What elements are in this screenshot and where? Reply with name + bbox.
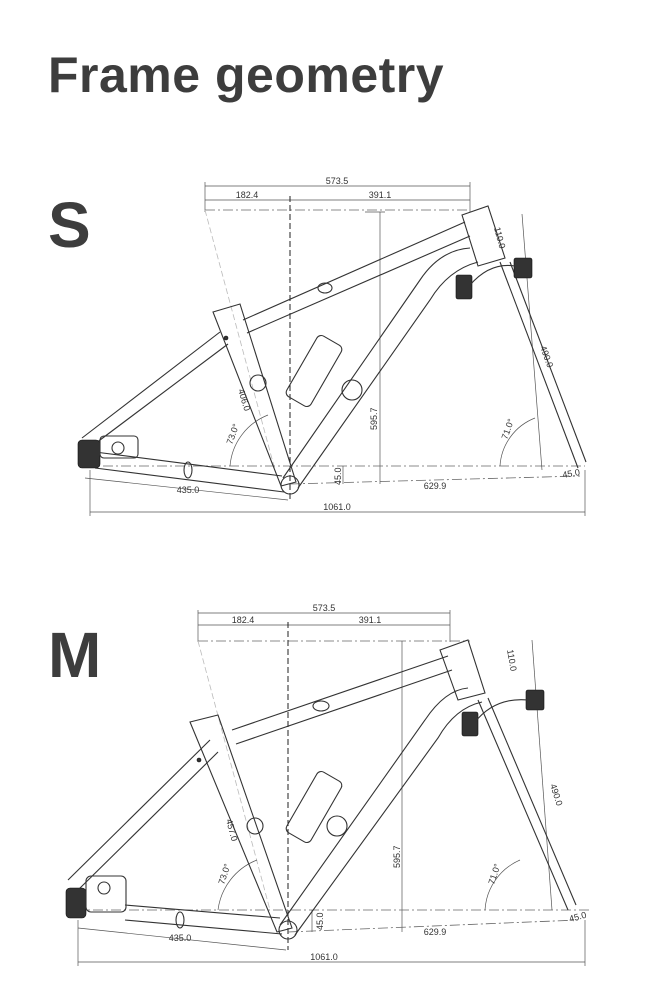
dim-stack: 595.7 [369,407,379,430]
front-brake-icon [461,689,545,737]
dim-seat-angle: 73.0° [224,422,241,446]
dim-stack: 595.7 [392,845,402,868]
dim-front-center: 629.9 [424,927,447,937]
dim-bb-drop: 45.0 [333,467,343,485]
rear-brake-icon [77,435,139,469]
dim-head-angle: 71.0° [499,417,516,441]
page-title: Frame geometry [48,47,445,103]
dim-fork-length: 490.0 [548,783,564,808]
dimension-lines [84,182,586,516]
dim-setback: 182.4 [236,190,259,200]
dim-reach-stack-total: 573.5 [326,176,349,186]
dim-seat-tube: 406.0 [236,388,252,412]
size-label-m: M [48,619,102,691]
dim-head-tube: 110.0 [505,649,519,672]
dimension-labels: 573.5 182.4 391.1 110.0 490.0 457.0 73.0… [169,603,588,962]
dim-fork-offset: 45.0 [562,467,581,480]
dim-reach: 391.1 [369,190,392,200]
dim-reach: 391.1 [359,615,382,625]
frame-tubes [65,639,577,940]
frame-drawing-m: 573.5 182.4 391.1 110.0 490.0 457.0 73.0… [65,603,590,966]
dim-fork-offset: 45.0 [568,910,588,924]
dim-front-center: 629.9 [424,481,447,491]
dim-reach-stack-total: 573.5 [313,603,336,613]
dim-seat-tube: 457.0 [224,818,239,842]
dim-fork-length: 490.0 [538,344,555,369]
dimension-labels: 573.5 182.4 391.1 110.0 490.0 406.0 73.0… [177,176,581,512]
water-bottle-icon [285,770,348,844]
dim-bb-drop: 45.0 [315,912,325,930]
dim-head-tube: 110.0 [492,226,507,250]
dim-chainstay: 435.0 [169,933,192,943]
dimension-lines [75,610,590,966]
water-bottle-icon [285,334,363,408]
dim-seat-angle: 73.0° [216,862,232,886]
dim-wheelbase: 1061.0 [310,952,338,962]
rear-brake-icon [65,875,127,919]
frame-tubes [77,205,587,495]
size-label-s: S [48,189,91,261]
dim-setback: 182.4 [232,615,255,625]
dim-wheelbase: 1061.0 [323,502,351,512]
front-brake-icon [455,257,533,300]
frame-drawing-s: 573.5 182.4 391.1 110.0 490.0 406.0 73.0… [77,176,587,516]
dim-chainstay: 435.0 [177,485,200,495]
